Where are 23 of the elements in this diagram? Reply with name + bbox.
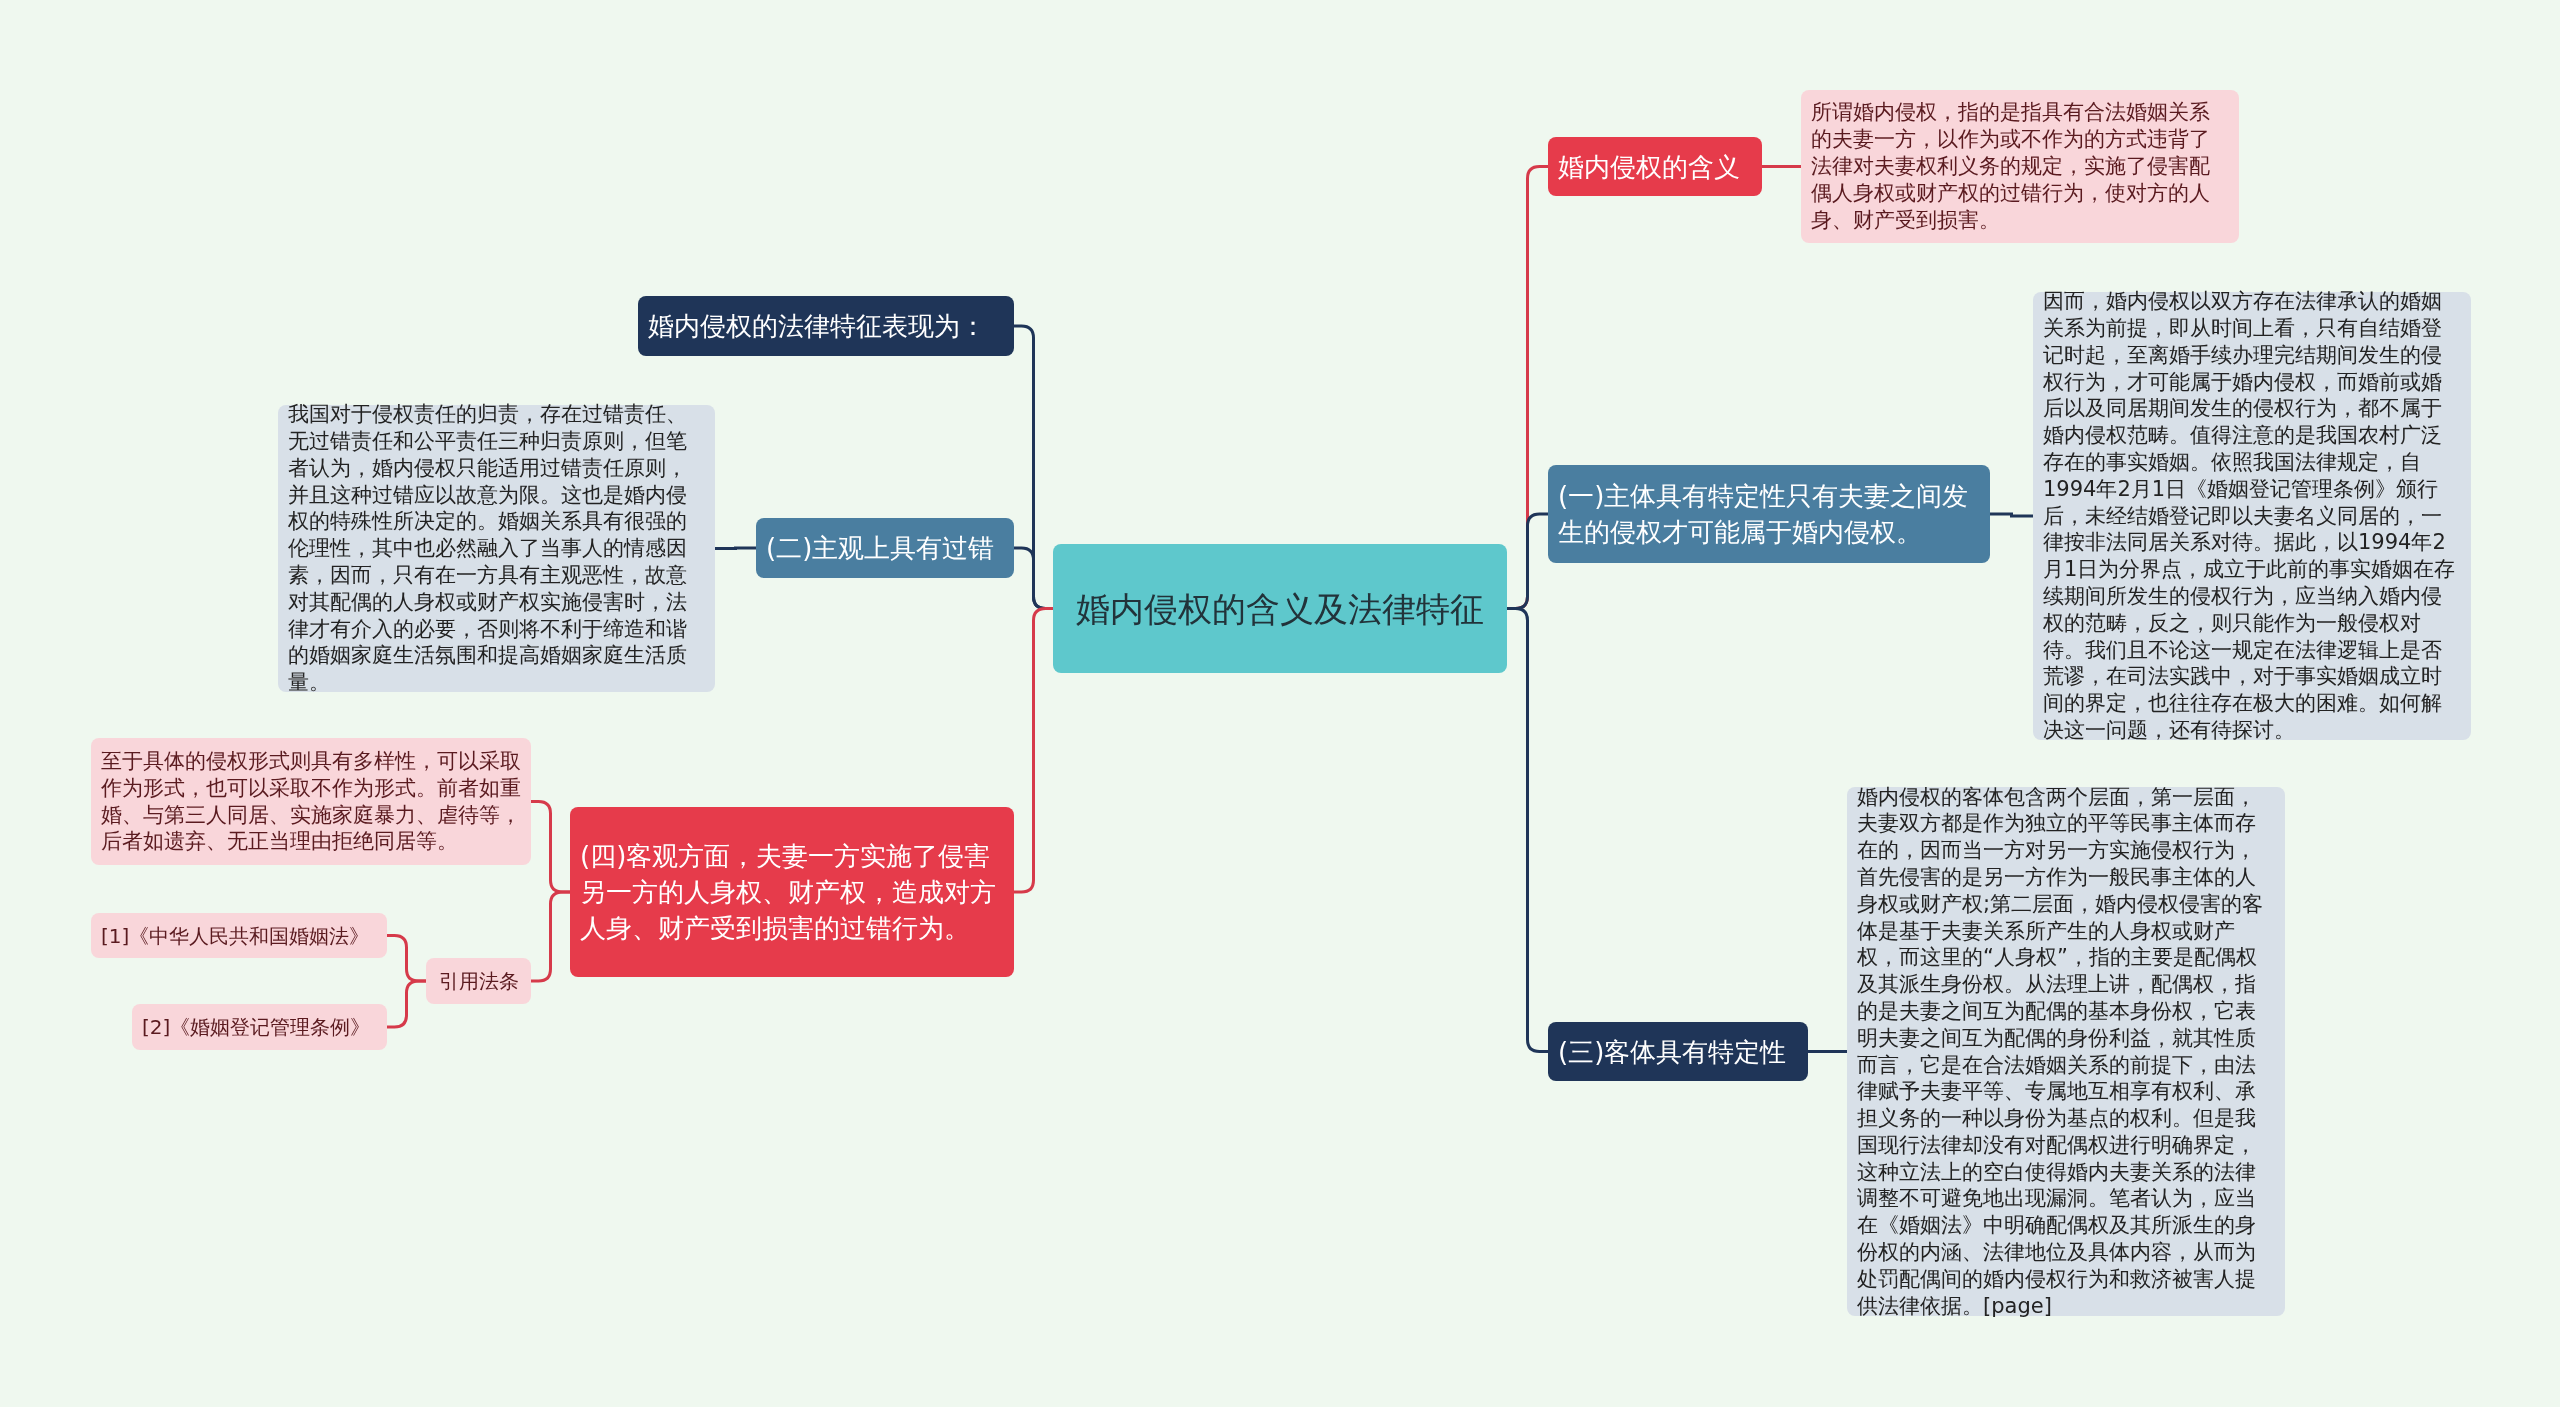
topic-box: 婚内侵权的法律特征表现为： — [638, 296, 1014, 356]
note-card: 我国对于侵权责任的归责，存在过错责任、无过错责任和公平责任三种归责原则，但笔者认为，婚内侵权只能适用过错责任原则，并且这种过错应以故意为限。这也是婚内侵权的特殊性所决定的。婚姻关系具有很强的伦理性，其中也必然融入了当事人的情感因素，因而，只有在一方具有主观恶性，故意对其配偶的人身权或财产权实施侵害时，法律才有介入的必要，否则将不利于缔造和谐的婚姻家庭生活氛围和提高婚姻家庭生活质量。 — [278, 405, 715, 692]
connector-line — [1762, 165, 1801, 168]
connector-line — [1014, 607, 1053, 894]
connector-line — [1507, 607, 1548, 1053]
topic-box: (二)主观上具有过错 — [756, 518, 1014, 578]
connector-line — [531, 890, 570, 983]
reference-box: [2]《婚姻登记管理条例》 — [132, 1004, 387, 1050]
topic-box: (三)客体具有特定性 — [1548, 1022, 1808, 1081]
note-card: 因而，婚内侵权以双方存在法律承认的婚姻关系为前提，即从时间上看，只有自结婚登记时起，至离婚手续办理完结期间发生的侵权行为，才可能属于婚内侵权，而婚前或婚后以及同居期间发生的侵权行为，都不属于婚内侵权范畴。值得注意的是我国农村广泛存在的事实婚姻。依照我国法律规定，自1994年2月1日《婚姻登记管理条例》颁行后，未经结婚登记即以夫妻名义同居的，一律按非法同居关系对待。据此，以1994年2月1日为分界点，成立于此前的事实婚姻在存续期间所发生的侵权行为，应当纳入婚内侵权的范畴，反之，则只能作为一般侵权对待。我们且不论这一规定在法律逻辑上是否荒谬，在司法实践中，对于事实婚姻成立时间的界定，也往往存在极大的困难。如何解决这一问题，还有待探讨。 — [2033, 292, 2471, 740]
note-card: 所谓婚内侵权，指的是指具有合法婚姻关系的夫妻一方，以作为或不作为的方式违背了法律对夫妻权利义务的规定，实施了侵害配偶人身权或财产权的过错行为，使对方的人身、财产受到损害。 — [1801, 90, 2239, 243]
note-card: 婚内侵权的客体包含两个层面，第一层面，夫妻双方都是作为独立的平等民事主体而存在的，因而当一方对另一方实施侵权行为，首先侵害的是另一方作为一般民事主体的人身权或财产权;第二层面，婚内侵权侵害的客体是基于夫妻关系所产生的人身权或财产权，而这里的“人身权”，指的主要是配偶权及其派生身份权。从法理上讲，配偶权，指的是夫妻之间互为配偶的基本身份权，它表明夫妻之间互为配偶的身份利益，就其性质而言，它是在合法婚姻关系的前提下，由法律赋予夫妻平等、专属地互相享有权利、承担义务的一种以身份为基点的权利。但是我国现行法律却没有对配偶权进行明确界定，这种立法上的空白使得婚内夫妻关系的法律调整不可避免地出现漏洞。笔者认为，应当在《婚姻法》中明确配偶权及其所派生的身份权的内涵、法律地位及具体内容，从而为处罚配偶间的婚内侵权行为和救济被害人提供法律依据。[page] — [1847, 787, 2285, 1316]
connector-line — [1808, 1050, 1847, 1053]
reference-box: [1]《中华人民共和国婚姻法》 — [91, 913, 387, 958]
topic-box: 引用法条 — [426, 958, 531, 1004]
connector-line — [715, 546, 756, 550]
connector-line — [387, 979, 426, 1029]
connector-line — [1990, 512, 2033, 518]
topic-box: (四)客观方面，夫妻一方实施了侵害另一方的人身权、财产权，造成对方人身、财产受到损害的过错行为。 — [570, 807, 1014, 977]
central-topic-box: 婚内侵权的含义及法律特征 — [1053, 544, 1507, 673]
topic-box: 婚内侵权的含义 — [1548, 137, 1762, 196]
topic-box: (一)主体具有特定性只有夫妻之间发生的侵权才可能属于婚内侵权。 — [1548, 465, 1990, 563]
note-card: 至于具体的侵权形式则具有多样性，可以采取作为形式，也可以采取不作为形式。前者如重婚、与第三人同居、实施家庭暴力、虐待等，后者如遗弃、无正当理由拒绝同居等。 — [91, 738, 531, 865]
